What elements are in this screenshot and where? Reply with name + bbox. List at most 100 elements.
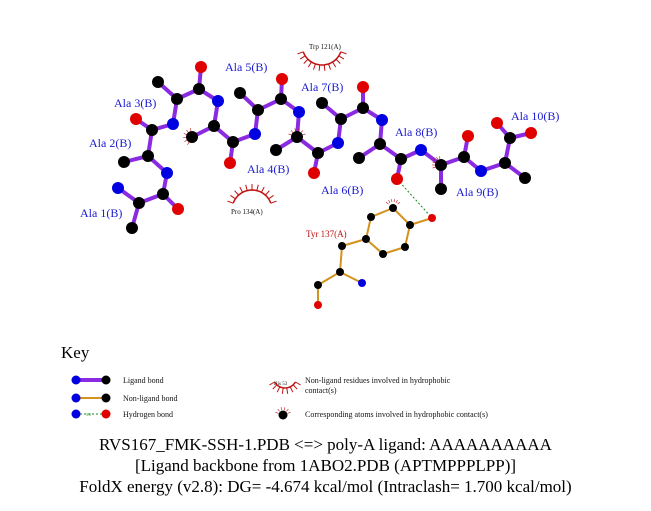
key-title: Key xyxy=(61,343,90,362)
oxygen-atom xyxy=(172,203,184,215)
carbon-atom xyxy=(133,197,145,209)
key-carbon-atom xyxy=(101,393,111,403)
carbon-atom xyxy=(171,93,183,105)
hydrophobic-spike xyxy=(187,142,190,145)
carbon-atom xyxy=(504,132,516,144)
hydrophobic-spike xyxy=(230,195,236,200)
carbon-atom xyxy=(193,83,205,95)
hydrophobic-spike xyxy=(269,381,275,386)
hydrophobic-spike xyxy=(277,408,280,412)
carbon-atom xyxy=(458,151,470,163)
key-hbond-length: 3.0 xyxy=(86,412,91,417)
carbon-atom xyxy=(126,222,138,234)
oxygen-atom xyxy=(491,117,503,129)
key-hbond-label: Hydrogen bond xyxy=(123,410,173,419)
residue-label-ala5: Ala 5(B) xyxy=(225,60,267,74)
carbon-atom xyxy=(142,150,154,162)
hydrophobic-spike xyxy=(190,128,192,132)
key-hydrophobic-arc-icon xyxy=(269,381,301,394)
carbon-atom xyxy=(401,243,409,251)
carbon-atom xyxy=(435,183,447,195)
nitrogen-atom xyxy=(249,128,261,140)
hydrophobic-spike xyxy=(295,381,301,386)
residue-label-trp121: Trp 121(A) xyxy=(309,43,341,51)
carbon-atom xyxy=(374,138,386,150)
key-ligand-bond-label: Ligand bond xyxy=(123,376,164,385)
hydrophobic-spike xyxy=(283,407,286,411)
hydrophobic-spike xyxy=(234,190,239,196)
hydrophobic-spike xyxy=(184,139,188,143)
hydrophobic-spike xyxy=(245,184,248,191)
hydrophobic-spike xyxy=(294,128,296,132)
carbon-atom xyxy=(357,102,369,114)
hydrophobic-spike xyxy=(265,190,270,196)
residue-label-ala6: Ala 6(B) xyxy=(321,183,363,197)
nitrogen-atom xyxy=(212,95,224,107)
carbon-atom xyxy=(118,156,130,168)
hydrophobic-spike xyxy=(281,387,284,394)
nitrogen-atom xyxy=(112,182,124,194)
nitrogen-atom xyxy=(332,137,344,149)
hydrophobic-spike xyxy=(280,407,283,411)
carbon-atom xyxy=(336,268,344,276)
hydrophobic-spike xyxy=(286,408,289,412)
carbon-atom xyxy=(379,250,387,258)
key-example-residue: His 53 xyxy=(274,382,288,387)
hydrophobic-spike xyxy=(307,61,312,68)
oxygen-atom xyxy=(525,127,537,139)
hydrophobic-spike xyxy=(276,386,281,393)
key-oxygen-atom xyxy=(101,409,111,419)
oxygen-atom xyxy=(391,173,403,185)
carbon-atom xyxy=(186,131,198,143)
hydrophobic-spike xyxy=(186,129,189,133)
residue-label-ala1: Ala 1(B) xyxy=(80,206,122,220)
key-nonligand-hydrophobic-label: Non-ligand residues involved in hydropho… xyxy=(305,376,451,385)
footer-line-3: FoldX energy (v2.8): DG= -4.674 kcal/mol… xyxy=(79,477,572,496)
residue-label-ala10: Ala 10(B) xyxy=(511,109,559,123)
key-nitrogen-atom xyxy=(71,409,81,419)
oxygen-atom xyxy=(314,301,322,309)
carbon-atom xyxy=(338,242,346,250)
carbon-atom xyxy=(252,104,264,116)
hydrophobic-spike xyxy=(439,156,441,160)
residue-label-pro134: Pro 134(A) xyxy=(231,208,263,216)
carbon-atom xyxy=(353,152,365,164)
hydrophobic-spike xyxy=(395,200,398,203)
trp121-hydrophobic-arc-icon xyxy=(297,51,347,71)
carbon-atom xyxy=(227,136,239,148)
carbon-atom xyxy=(152,76,164,88)
hydrophobic-spike xyxy=(297,51,304,55)
nitrogen-atom xyxy=(293,106,305,118)
key-carbon-atom xyxy=(101,375,111,385)
hydrophobic-spike xyxy=(270,200,277,204)
pro134-hydrophobic-arc-icon xyxy=(227,184,277,204)
nonligand-bond xyxy=(339,271,363,284)
key-nitrogen-atom xyxy=(71,375,81,385)
carbon-atom xyxy=(312,147,324,159)
oxygen-atom xyxy=(130,113,142,125)
hydrophobic-spike xyxy=(323,64,326,71)
nonligand-bond xyxy=(392,207,411,226)
hydrophobic-spike xyxy=(299,55,306,60)
hydrophobic-spike xyxy=(286,387,289,394)
oxygen-atom xyxy=(357,81,369,93)
nonligand-bond xyxy=(339,245,343,273)
hydrophobic-spike xyxy=(340,51,347,55)
hydrophobic-spike xyxy=(385,201,389,205)
carbon-atom xyxy=(389,204,397,212)
hydrophobic-spike xyxy=(393,199,395,203)
hydrophobic-spike xyxy=(338,55,345,60)
hydrophobic-spike xyxy=(256,184,259,191)
oxygen-atom xyxy=(195,61,207,73)
hydrogen-bond xyxy=(396,178,433,219)
carbon-atom xyxy=(335,113,347,125)
hydrophobic-spike xyxy=(328,63,331,70)
nitrogen-atom xyxy=(376,114,388,126)
key-hydrophobic-atom-icon xyxy=(275,407,291,420)
hydrophobic-spike xyxy=(260,186,265,193)
key-arc xyxy=(269,381,301,394)
nitrogen-atom xyxy=(475,165,487,177)
carbon-atom xyxy=(157,188,169,200)
oxygen-atom xyxy=(276,73,288,85)
